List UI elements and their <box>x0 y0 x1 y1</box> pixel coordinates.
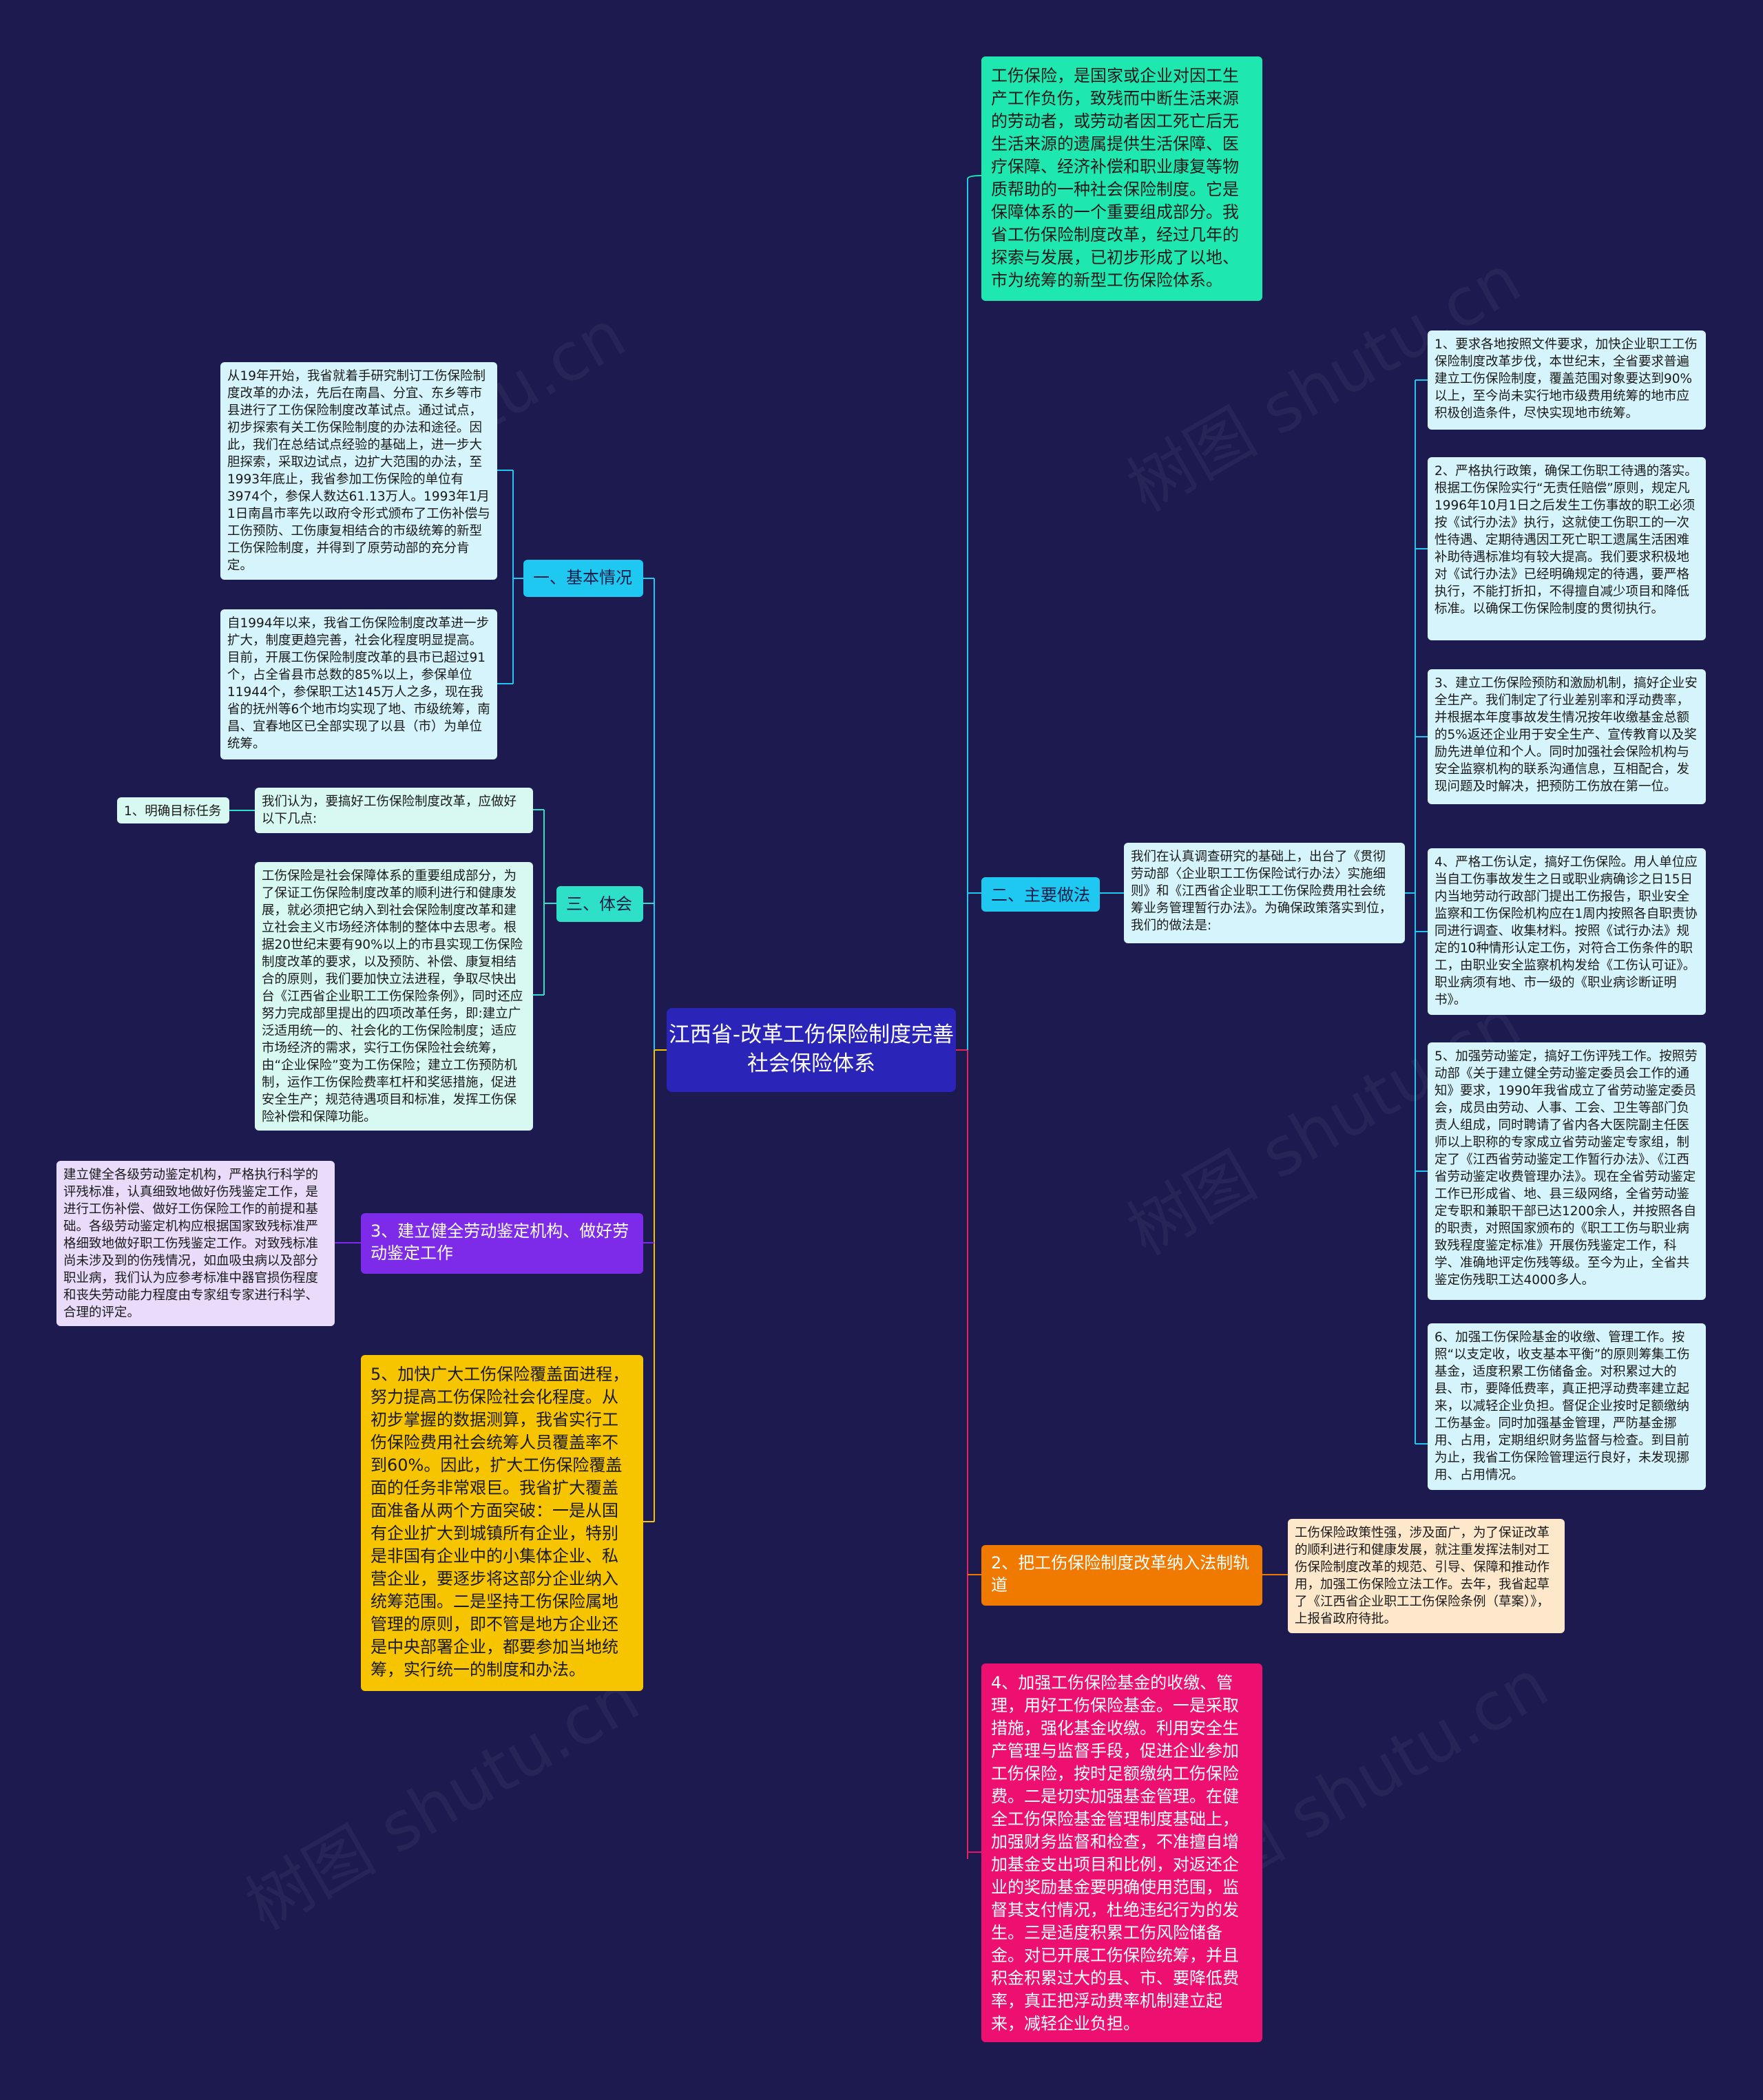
branch-appraisal[interactable]: 3、建立健全劳动鉴定机构、做好劳动鉴定工作 <box>361 1213 643 1274</box>
branch-basic[interactable]: 一、基本情况 <box>523 560 643 597</box>
branch-practices[interactable]: 二、主要做法 <box>981 877 1100 912</box>
practices-item-4[interactable]: 4、严格工伤认定，搞好工伤保险。用人单位应当自工伤事故发生之日或职业病确诊之日1… <box>1428 848 1706 1015</box>
practices-summary[interactable]: 我们在认真调查研究的基础上，出台了《贯彻劳动部〈企业职工工伤保险试行办法〉实施细… <box>1124 843 1405 943</box>
experience-detail[interactable]: 工伤保险是社会保障体系的重要组成部分，为了保证工伤保险制度改革的顺利进行和健康发… <box>255 862 533 1131</box>
appraisal-detail[interactable]: 建立健全各级劳动鉴定机构，严格执行科学的评残标准，认真细致地做好伤残鉴定工作，是… <box>56 1161 335 1326</box>
branch-law[interactable]: 2、把工伤保险制度改革纳入法制轨道 <box>981 1545 1262 1606</box>
practices-item-1[interactable]: 1、要求各地按照文件要求，加快企业职工工伤保险制度改革步伐，本世纪末，全省要求普… <box>1428 330 1706 430</box>
practices-item-2[interactable]: 2、严格执行政策，确保工伤职工待遇的落实。根据工伤保险实行“无责任赔偿”原则，规… <box>1428 457 1706 640</box>
practices-item-5[interactable]: 5、加强劳动鉴定，搞好工伤评残工作。按照劳动部《关于建立健全劳动鉴定委员会工作的… <box>1428 1042 1706 1300</box>
branch-experience[interactable]: 三、体会 <box>556 886 643 922</box>
link-intro <box>967 175 982 180</box>
basic-item-2[interactable]: 自1994年以来，我省工伤保险制度改革进一步扩大，制度更趋完善，社会化程度明显提… <box>220 609 497 759</box>
intro-node[interactable]: 工伤保险，是国家或企业对因工生产工作负伤，致残而中断生活来源的劳动者，或劳动者因… <box>981 56 1262 301</box>
root-topic[interactable]: 江西省-改革工伤保险制度完善社会保险体系 <box>667 1008 956 1092</box>
basic-item-1[interactable]: 从19年开始，我省就着手研究制订工伤保险制度改革的办法，先后在南昌、分宜、东乡等… <box>220 362 497 580</box>
coverage-node[interactable]: 5、加快广大工伤保险覆盖面进程，努力提高工伤保险社会化程度。从初步掌握的数据测算… <box>361 1355 643 1691</box>
practices-item-3[interactable]: 3、建立工伤保险预防和激励机制，搞好企业安全生产。我们制定了行业差别率和浮动费率… <box>1428 669 1706 804</box>
practices-item-6[interactable]: 6、加强工伤保险基金的收缴、管理工作。按照“以支定收，收支基本平衡”的原则筹集工… <box>1428 1323 1706 1490</box>
law-detail[interactable]: 工伤保险政策性强，涉及面广，为了保证改革的顺利进行和健康发展，就注重发挥法制对工… <box>1288 1519 1565 1633</box>
experience-goal[interactable]: 1、明确目标任务 <box>117 797 229 823</box>
fund-node[interactable]: 4、加强工伤保险基金的收缴、管理，用好工伤保险基金。一是采取措施，强化基金收缴。… <box>981 1663 1262 2042</box>
experience-intro[interactable]: 我们认为，要搞好工伤保险制度改革，应做好以下几点: <box>255 788 533 833</box>
